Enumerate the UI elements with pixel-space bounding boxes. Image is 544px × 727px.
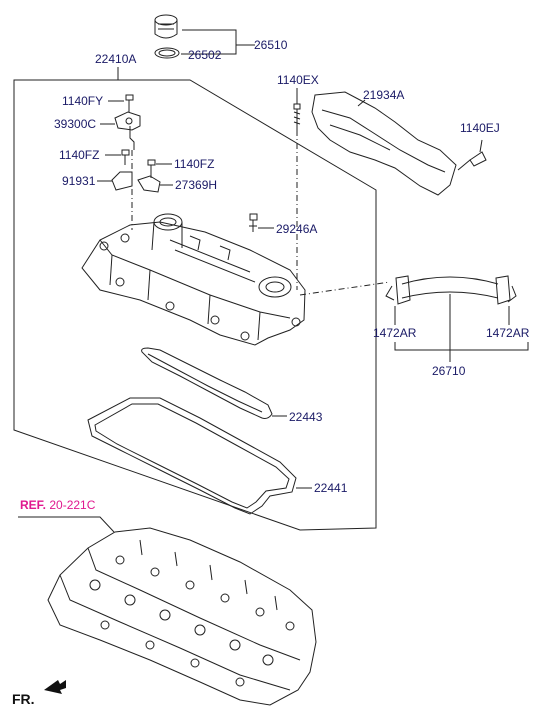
label-1472AR-right: 1472AR (486, 326, 530, 340)
label-39300C: 39300C (54, 117, 97, 131)
cylinder-head-part (47, 527, 317, 706)
label-1140FY: 1140FY (62, 94, 104, 108)
label-27369H: 27369H (175, 178, 218, 192)
label-29246A: 29246A (276, 222, 318, 236)
front-arrow-icon (44, 680, 66, 694)
front-direction-label: FR. (12, 691, 35, 707)
bolt-1140ej-part (457, 151, 487, 171)
filler-cap-gasket-part (154, 47, 180, 59)
gasket-22443-part (141, 347, 273, 419)
bolt-1140fy-part (125, 94, 134, 112)
oil-filler-cap-part (154, 14, 178, 39)
breather-hose-part (385, 275, 517, 305)
heat-shield-part (311, 91, 457, 196)
label-1140FZ-right: 1140FZ (174, 157, 215, 171)
leader-26502 (181, 45, 237, 55)
leader-21934A (357, 99, 366, 107)
leader-1140EJ (479, 139, 483, 153)
label-22410A: 22410A (95, 52, 137, 66)
pcv-valve-part (249, 213, 258, 232)
bracket-26710 (394, 342, 529, 351)
leader-ref (18, 516, 115, 533)
label-1140EX: 1140EX (277, 73, 319, 87)
label-22441: 22441 (314, 481, 348, 495)
bracket-91931-part (111, 171, 133, 191)
ref-link-20-221c[interactable]: REF. 20-221C (20, 498, 95, 512)
ref-code: 20-221C (49, 498, 96, 512)
assembly-frame (13, 79, 377, 531)
gasket-22441-part (87, 397, 297, 515)
leader-26510 (182, 29, 255, 46)
label-1140EJ: 1140EJ (460, 121, 500, 135)
bolt-1140fz-left-part (121, 149, 130, 165)
ref-prefix: REF. (20, 498, 47, 512)
label-22443: 22443 (289, 410, 323, 424)
cam-sensor-part (114, 111, 141, 150)
label-26510: 26510 (254, 38, 288, 52)
label-21934A: 21934A (363, 88, 405, 102)
label-26710: 26710 (432, 364, 466, 378)
label-1472AR-left: 1472AR (373, 326, 417, 340)
label-26502: 26502 (188, 48, 222, 62)
rocker-cover-part (81, 213, 306, 346)
bracket-27369h-part (137, 175, 161, 193)
bolt-1140ex-part (293, 103, 301, 130)
label-91931: 91931 (62, 174, 96, 188)
bolt-1140fz-right-part (147, 159, 156, 178)
label-1140FZ-left: 1140FZ (59, 148, 100, 162)
